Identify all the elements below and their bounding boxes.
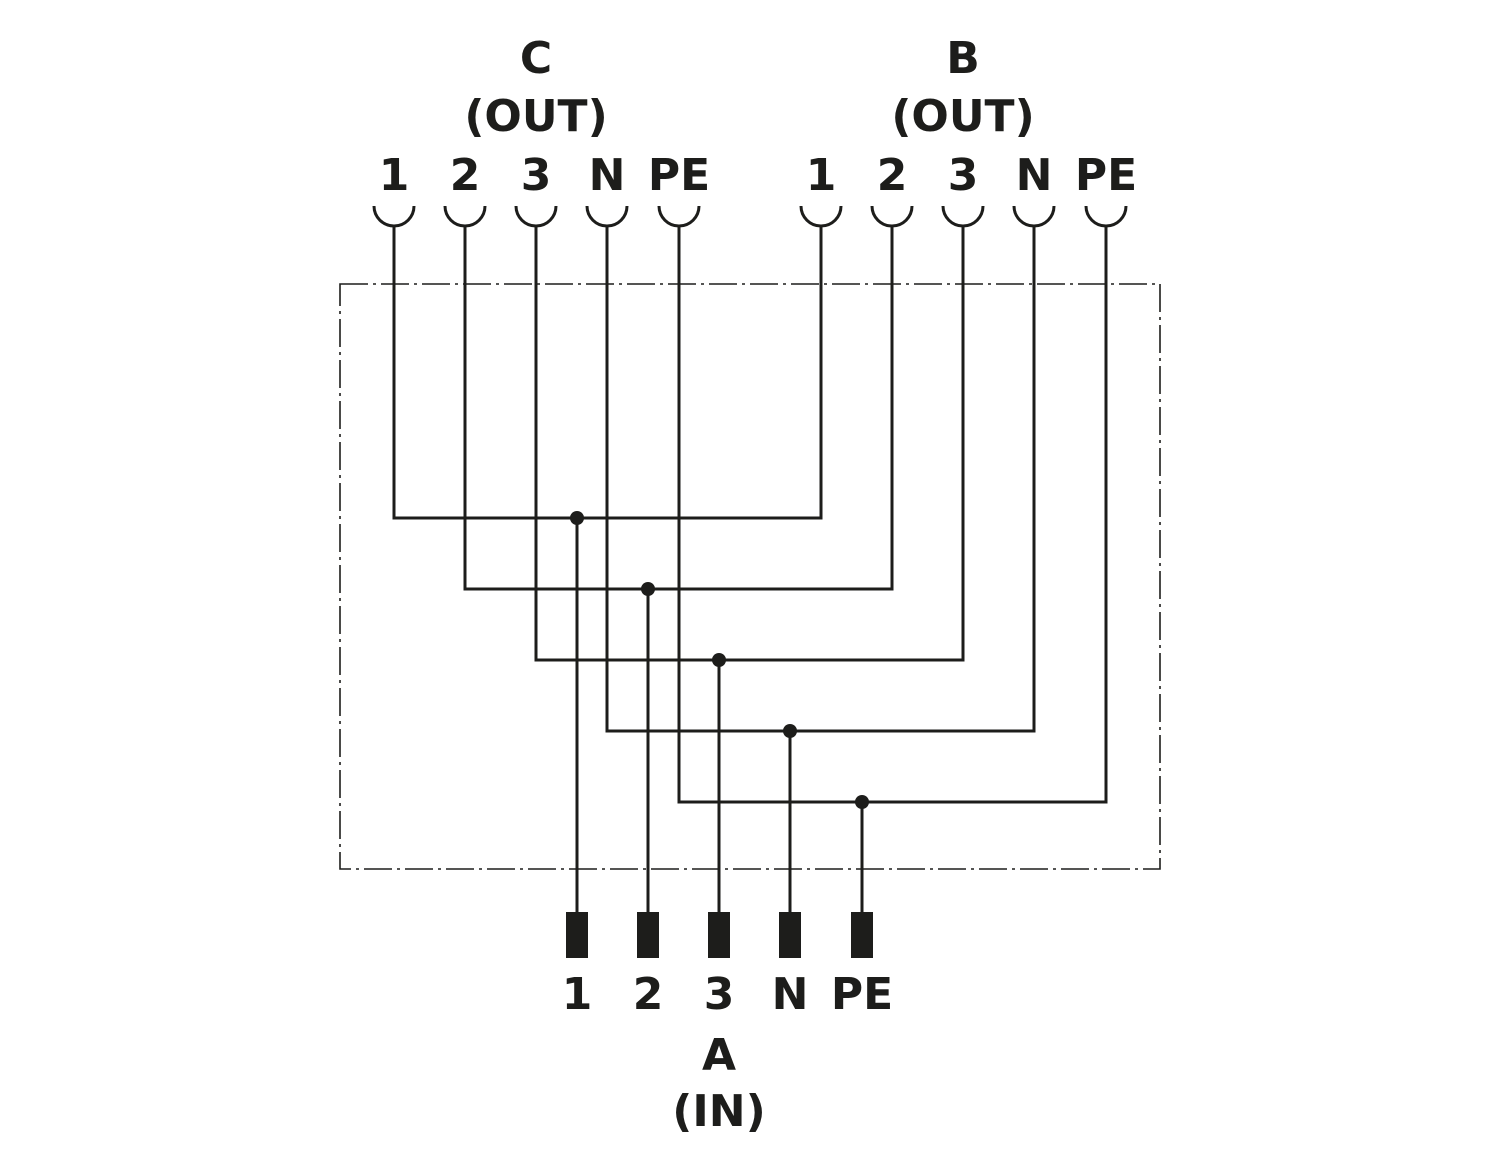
- connector-c-pin-label: 1: [379, 150, 410, 201]
- pin-symbol: [851, 912, 873, 958]
- pin-symbol: [708, 912, 730, 958]
- junction-dot: [570, 511, 584, 525]
- socket-symbol: [1012, 205, 1056, 228]
- housing-outline: [339, 283, 1161, 870]
- junction-dot: [783, 724, 797, 738]
- socket-symbol: [1084, 205, 1128, 228]
- connector-b-pin-label: 3: [948, 150, 979, 201]
- connector-a-pin-label: N: [772, 969, 809, 1020]
- socket-symbol: [585, 205, 629, 228]
- connector-a-name: A: [702, 1030, 736, 1081]
- connector-a-role: (IN): [672, 1086, 765, 1137]
- junction-dot: [855, 795, 869, 809]
- pin-symbol: [566, 912, 588, 958]
- connector-c-pin-label: 2: [450, 150, 481, 201]
- connector-b-pin-label: N: [1016, 150, 1053, 201]
- socket-symbol: [443, 205, 487, 228]
- connector-c-pin-label: 3: [521, 150, 552, 201]
- connector-b-pin-label: 2: [877, 150, 908, 201]
- connector-b-name: B: [946, 33, 980, 84]
- socket-symbol: [941, 205, 985, 228]
- socket-symbol: [870, 205, 914, 228]
- socket-symbol: [372, 205, 416, 228]
- connector-c-role: (OUT): [464, 91, 607, 142]
- connector-a-pin-label: 1: [562, 969, 593, 1020]
- connector-a-pin-label: PE: [831, 969, 893, 1020]
- socket-symbol: [799, 205, 843, 228]
- socket-symbol: [657, 205, 701, 228]
- connector-b-role: (OUT): [891, 91, 1034, 142]
- connector-a-pin-label: 3: [704, 969, 735, 1020]
- connector-b-pin-label: PE: [1075, 150, 1137, 201]
- connector-a-pin-label: 2: [633, 969, 664, 1020]
- socket-symbol: [514, 205, 558, 228]
- connector-c-pin-label: PE: [648, 150, 710, 201]
- junction-dot: [712, 653, 726, 667]
- connector-b-pin-label: 1: [806, 150, 837, 201]
- pin-symbol: [779, 912, 801, 958]
- junction-dot: [641, 582, 655, 596]
- pin-symbol: [637, 912, 659, 958]
- connector-c-name: C: [520, 33, 552, 84]
- connector-c-pin-label: N: [589, 150, 626, 201]
